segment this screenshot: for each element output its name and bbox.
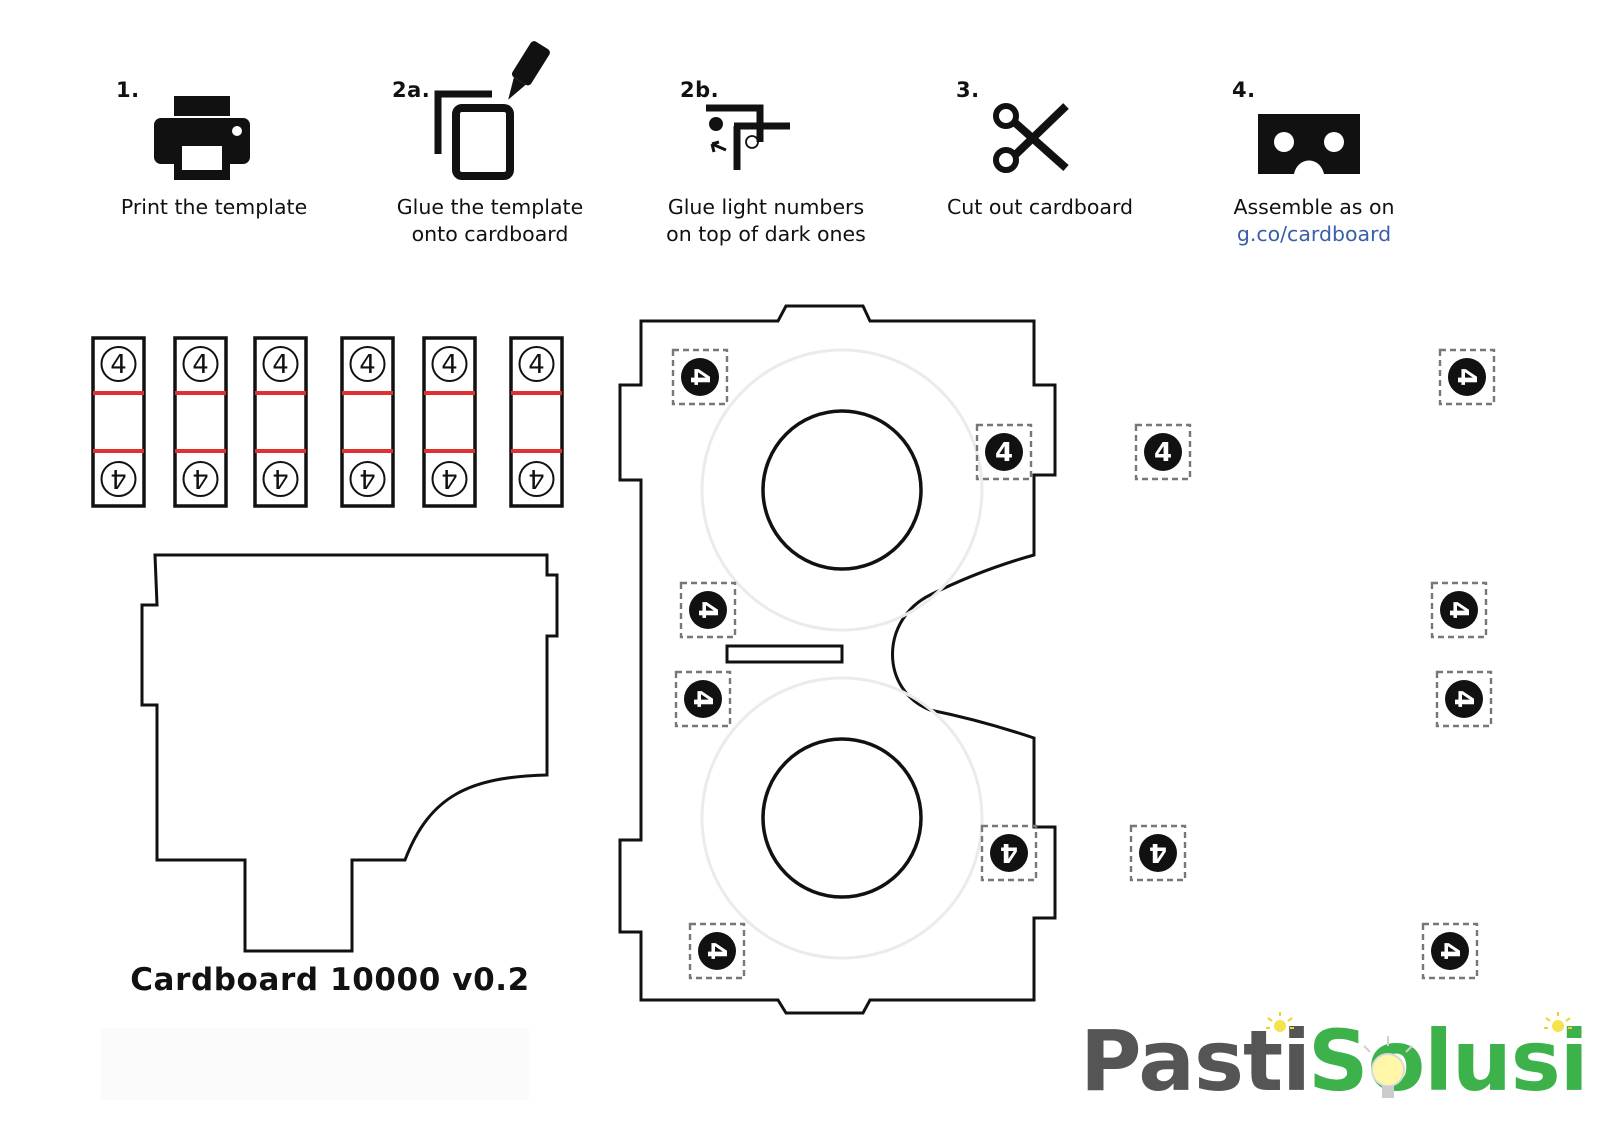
strip-number-label: 4 (192, 463, 209, 493)
number-markers: 4 4 4 4 4 4 4 4 4 4 4 4 (671, 348, 1496, 980)
marker-number-label: 4 (1443, 601, 1473, 619)
lightbulb-icon (1363, 1036, 1413, 1098)
lightbulb-icon (1266, 1012, 1294, 1032)
template-title: Cardboard 10000 v0.2 (130, 962, 530, 998)
strip-number-label: 4 (528, 350, 545, 380)
number-marker: 4 (1438, 348, 1496, 406)
number-marker: 4 (1435, 670, 1493, 728)
scissors-icon (993, 103, 1069, 173)
number-marker: 4 (1134, 423, 1192, 481)
number-marker: 4 (1421, 922, 1479, 980)
step-number: 1. (116, 78, 140, 102)
step-caption: Glue the template (396, 195, 584, 219)
lightbulb-icon (1544, 1012, 1572, 1032)
marker-number-label: 4 (1448, 690, 1478, 708)
logo-text-solusi: Solusi (1308, 1012, 1589, 1110)
marker-number-label: 4 (1000, 837, 1018, 867)
strip-number-label: 4 (110, 350, 127, 380)
cardboard-viewer-icon (1258, 114, 1360, 174)
marker-number-label: 4 (701, 942, 731, 960)
number-marker: 4 (975, 423, 1033, 481)
printer-icon (154, 96, 250, 180)
fold-strip: 44 (91, 336, 146, 508)
overlay-numbers-icon (706, 104, 790, 170)
number-marker: 4 (1129, 824, 1187, 882)
marker-number-label: 4 (684, 368, 714, 386)
strip-number-label: 4 (528, 463, 545, 493)
marker-number-label: 4 (1149, 837, 1167, 867)
number-marker: 4 (671, 348, 729, 406)
strip-number-label: 4 (192, 350, 209, 380)
left-lens-panel (618, 304, 1057, 1015)
step-number: 4. (1232, 78, 1256, 102)
fold-strip: 44 (340, 336, 395, 508)
step-caption: Print the template (120, 195, 308, 219)
fold-strip: 44 (509, 336, 564, 508)
number-marker: 4 (980, 824, 1038, 882)
marker-number-label: 4 (995, 438, 1013, 468)
step-caption: on top of dark ones (666, 222, 866, 246)
marker-number-label: 4 (692, 601, 722, 619)
number-marker: 4 (674, 670, 732, 728)
number-marker: 4 (679, 581, 737, 639)
strip-number-label: 4 (272, 350, 289, 380)
marker-number-label: 4 (1451, 368, 1481, 386)
strip-number-label: 4 (110, 463, 127, 493)
step-caption: Glue light numbers (667, 195, 865, 219)
marker-number-label: 4 (1434, 942, 1464, 960)
marker-number-label: 4 (687, 690, 717, 708)
logo-text-pasti: Pasti (1080, 1012, 1311, 1110)
step-caption: onto cardboard (411, 222, 569, 246)
step-caption: Cut out cardboard (946, 195, 1134, 219)
strip-number-label: 4 (441, 463, 458, 493)
step-number: 2b. (680, 78, 720, 102)
strip-number-label: 4 (359, 463, 376, 493)
strip-number-label: 4 (441, 350, 458, 380)
side-piece-outline (140, 553, 559, 953)
blank-label-area (101, 1028, 529, 1100)
step-number: 2a. (392, 78, 431, 102)
fold-strip: 44 (173, 336, 228, 508)
fold-strip: 44 (253, 336, 308, 508)
step-caption: Assemble as on (1233, 195, 1395, 219)
glue-icon (434, 41, 550, 180)
lightbulb-icons (1266, 1012, 1572, 1098)
strip-number-label: 4 (272, 463, 289, 493)
number-marker: 4 (1430, 581, 1488, 639)
strip-number-label: 4 (359, 350, 376, 380)
step-number: 3. (956, 78, 980, 102)
cardboard-link[interactable]: g.co/cardboard (1236, 222, 1392, 246)
pastisolusi-logo: Pasti Solusi (1080, 1010, 1600, 1120)
number-marker: 4 (688, 922, 746, 980)
fold-strip: 44 (422, 336, 477, 508)
marker-number-label: 4 (1154, 438, 1172, 468)
